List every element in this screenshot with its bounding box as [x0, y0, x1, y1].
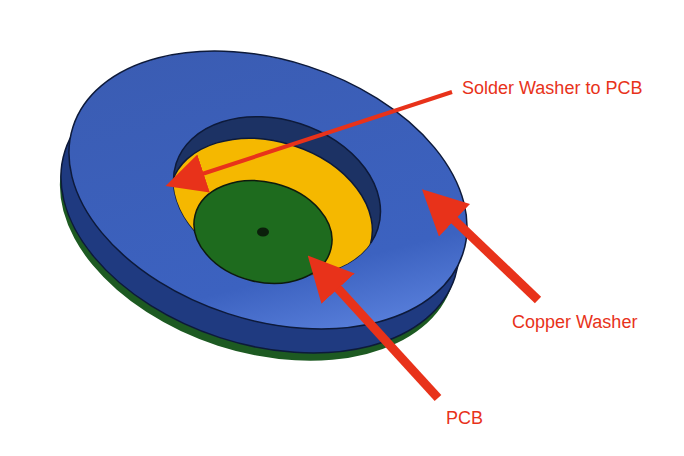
pcb-hole — [257, 228, 269, 237]
part-label: PCB — [446, 408, 483, 430]
part-label: Solder Washer to PCB — [462, 78, 642, 100]
leader-arrow — [196, 92, 452, 176]
leader-arrow — [448, 214, 538, 300]
part-label: Copper Washer — [512, 312, 637, 334]
washer-top — [33, 3, 503, 377]
leader-arrow — [332, 282, 438, 398]
solder-washer — [150, 113, 392, 314]
pcb-disk — [183, 167, 343, 298]
